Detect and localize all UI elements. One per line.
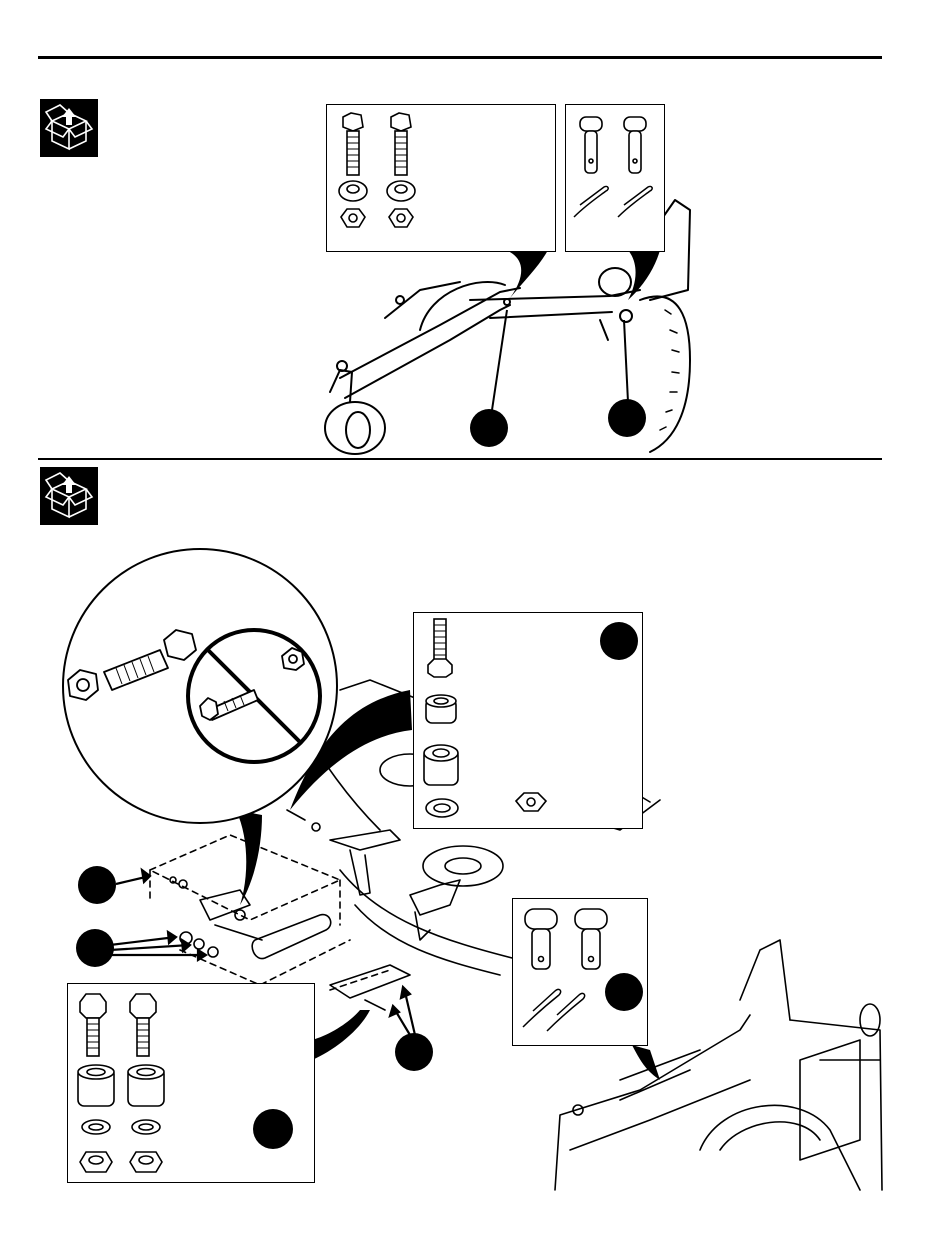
hardware-panel-pins-2	[512, 898, 648, 1046]
callout-marker	[78, 866, 116, 904]
prohibited-bolt-orientation-icon	[186, 628, 318, 760]
callout-marker	[395, 1033, 433, 1071]
hardware-panel-spacers	[413, 612, 643, 829]
hex-nut-icon	[68, 984, 314, 1182]
callout-marker	[76, 929, 114, 967]
callout-marker	[600, 622, 638, 660]
callout-marker	[253, 1109, 293, 1149]
hairpin-icon	[513, 899, 647, 1045]
hardware-panel-bolts-2	[67, 983, 315, 1183]
callout-marker	[605, 973, 643, 1011]
